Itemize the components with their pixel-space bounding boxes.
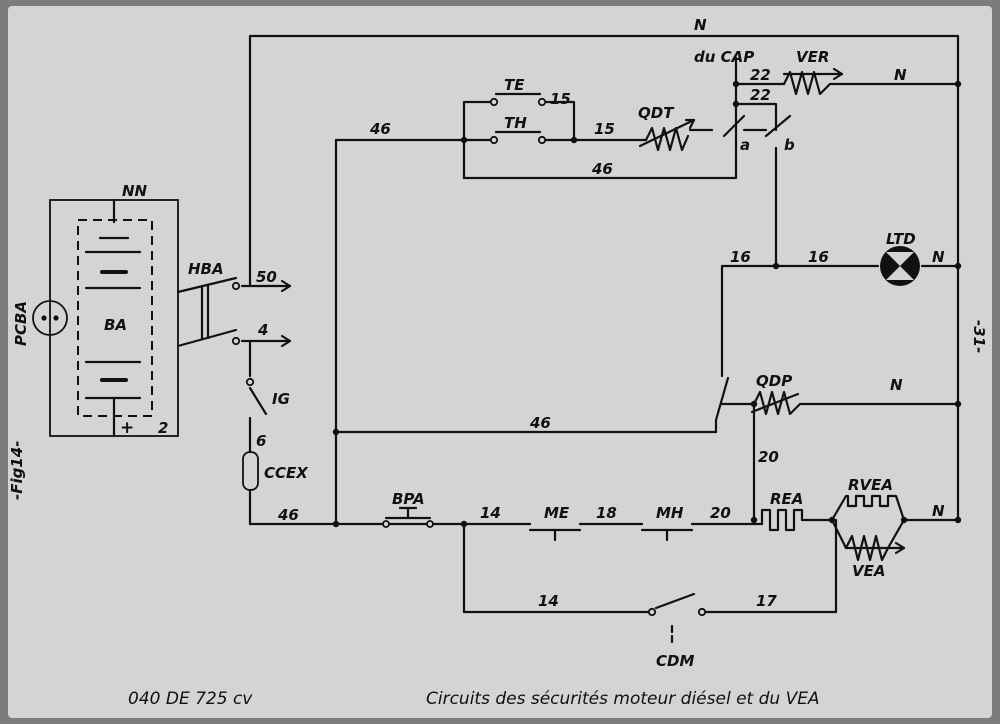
wire-16: 16 — [808, 248, 829, 266]
switch-hba — [176, 276, 292, 348]
wire-4: 4 — [257, 321, 268, 339]
battery-ba — [49, 198, 179, 438]
label-plus: + — [120, 418, 134, 438]
page-number: -31- — [970, 320, 988, 353]
wire-6: 6 — [256, 432, 266, 450]
wire-2: 2 — [158, 419, 168, 437]
label-qdt: QDT — [638, 104, 675, 122]
label-ig: IG — [272, 390, 290, 408]
label-te: TE — [504, 76, 525, 94]
label-vea: VEA — [852, 562, 885, 580]
wire-46-qdp: 46 — [529, 414, 551, 432]
me-contact — [528, 528, 582, 542]
label-contact-a: a — [740, 136, 750, 154]
wire-20: 20 — [710, 504, 731, 522]
label-cdm: CDM — [656, 652, 694, 670]
wire-46-top: 46 — [369, 120, 391, 138]
wire-14: 14 — [480, 504, 501, 522]
label-nn: NN — [122, 182, 148, 200]
junction-dots — [332, 80, 962, 528]
label-bpa: BPA — [392, 490, 425, 508]
label-ba: BA — [104, 316, 127, 334]
wire-22-top: 22 — [750, 66, 771, 84]
label-n-ltd: N — [932, 248, 945, 266]
wire-18: 18 — [596, 504, 617, 522]
footer-title: Circuits des sécurités moteur diésel et … — [426, 689, 820, 709]
label-rea: REA — [770, 490, 803, 508]
label-du-cap: du CAP — [694, 48, 754, 66]
wire-17: 17 — [756, 592, 777, 610]
label-qdp: QDP — [756, 372, 792, 390]
label-hba: HBA — [188, 260, 224, 278]
figure-label: -Fig14- — [8, 441, 26, 500]
qdp-relay — [714, 376, 802, 422]
mh-contact — [640, 528, 694, 542]
schematic-page — [8, 6, 992, 718]
label-me: ME — [544, 504, 570, 522]
label-contact-b: b — [784, 136, 795, 154]
pcba-socket-icon — [32, 300, 68, 336]
rvea-vea-block — [830, 494, 906, 562]
label-mh: MH — [656, 504, 684, 522]
wire-20-vertical: 20 — [758, 448, 779, 466]
open-terminals — [231, 97, 707, 617]
label-ltd: LTD — [886, 230, 916, 248]
label-n-rvea: N — [932, 502, 945, 520]
wire-14-lower: 14 — [538, 592, 559, 610]
contact-b — [764, 114, 792, 138]
ver-resistor — [782, 67, 844, 96]
label-pcba: PCBA — [12, 301, 30, 346]
label-n-top: N — [694, 16, 707, 34]
bpa-push-button — [382, 506, 434, 528]
cdm-switch — [654, 592, 696, 646]
wire-15: 15 — [594, 120, 615, 138]
label-n-qdp: N — [890, 376, 903, 394]
label-rvea: RVEA — [848, 476, 893, 494]
label-ccex: CCEX — [264, 464, 309, 482]
wiring — [248, 34, 960, 614]
label-ver: VER — [796, 48, 829, 66]
wire-50: 50 — [256, 268, 277, 286]
wire-16-left: 16 — [730, 248, 751, 266]
wire-46-mid: 46 — [591, 160, 613, 178]
qdt-coil — [638, 118, 696, 152]
contact-a — [722, 114, 746, 150]
wire-15-top: 15 — [550, 90, 571, 108]
footer-model: 040 DE 725 cv — [128, 689, 253, 709]
label-n-ver: N — [894, 66, 907, 84]
ccex-resistor — [242, 451, 259, 491]
label-th: TH — [504, 114, 527, 132]
rea-resistor — [760, 508, 808, 532]
wire-22: 22 — [750, 86, 771, 104]
wire-46-bottom: 46 — [277, 506, 299, 524]
ltd-lamp-icon — [880, 246, 920, 286]
